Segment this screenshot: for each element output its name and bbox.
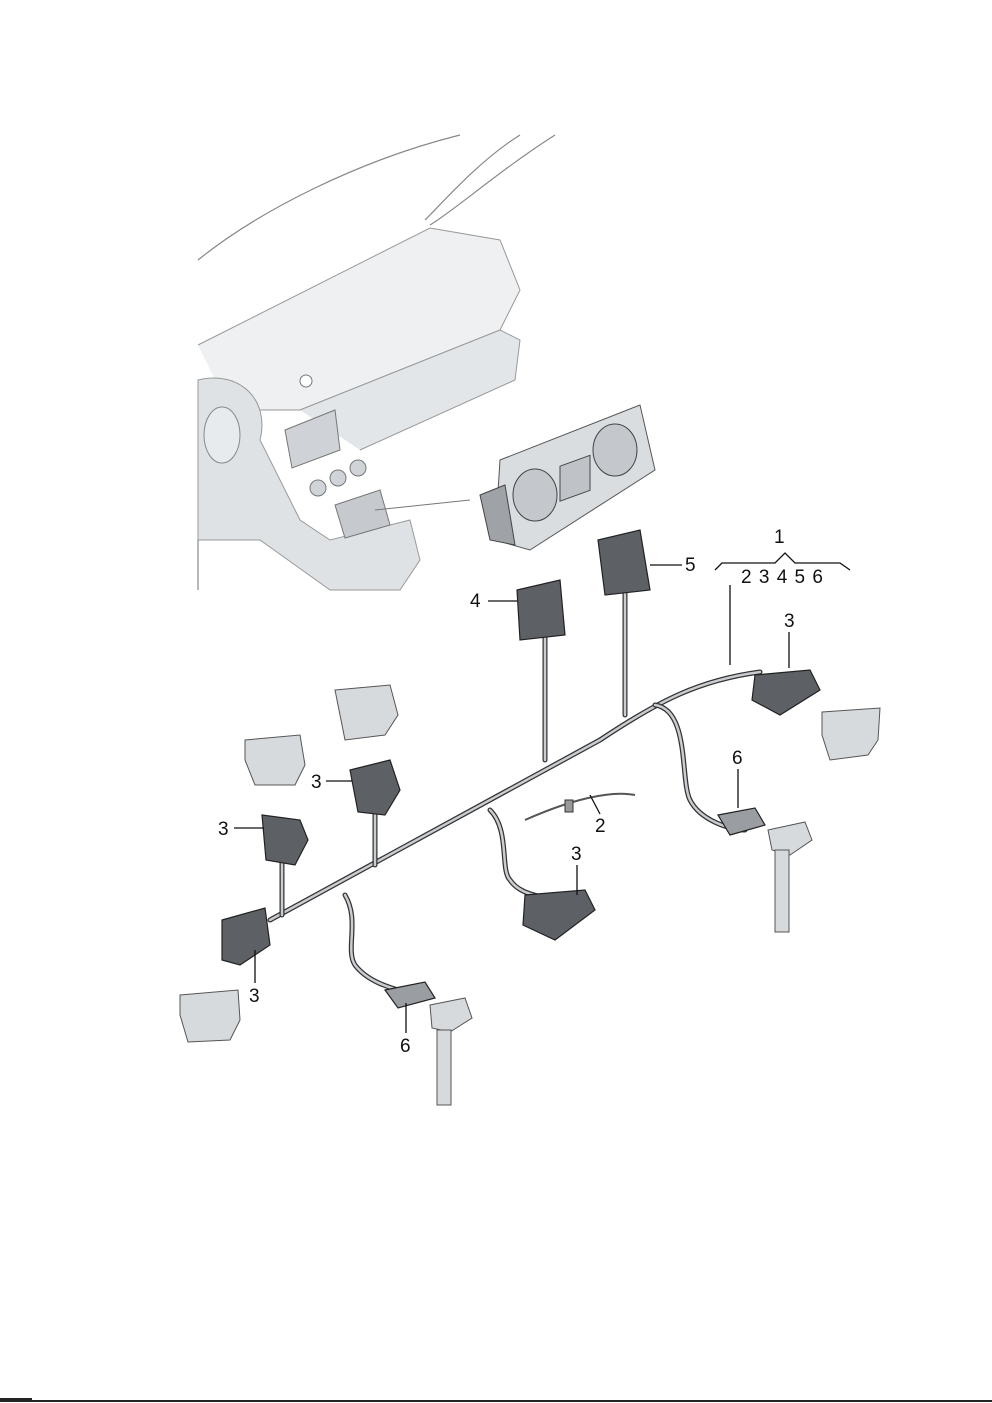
callout-assembly-contents: 2 3 4 5 6 [741, 567, 824, 588]
temperature-sensor [429, 997, 473, 1033]
callout-3-center: 3 [571, 844, 582, 865]
callout-4: 4 [470, 591, 481, 612]
connector-6-right [717, 807, 766, 836]
servo-motor [179, 989, 241, 1043]
footer-rule-tick [0, 1398, 32, 1400]
footer-rule [0, 1400, 992, 1402]
connector-5 [597, 529, 651, 596]
dashboard-illustration [197, 134, 556, 591]
wiring-harness [267, 585, 763, 998]
assembly-bracket [714, 552, 851, 571]
callout-3-left: 3 [218, 819, 229, 840]
callouts: 1 2 3 4 5 6 5 4 3 3 3 6 2 3 3 6 [218, 527, 851, 1057]
connector-3-bottom [221, 907, 271, 966]
connectors [221, 529, 821, 1009]
connector-3-center [522, 889, 596, 941]
climatronic-control-unit [479, 404, 656, 551]
callout-6-bottom: 6 [400, 1036, 411, 1057]
callout-3-right: 3 [784, 611, 795, 632]
callout-3-mid-left: 3 [311, 772, 322, 793]
temperature-sensor-probe [436, 1029, 452, 1106]
temperature-sensor [767, 821, 813, 856]
connector-3-right [751, 669, 821, 716]
callout-1: 1 [774, 527, 785, 548]
servo-motor [244, 734, 306, 786]
callout-3-bottom: 3 [249, 986, 260, 1007]
actuators-and-sensors [179, 684, 881, 1106]
callout-5: 5 [685, 555, 696, 576]
connector-3-left [261, 814, 309, 866]
servo-motor [334, 684, 399, 741]
callout-6-right: 6 [732, 748, 743, 769]
callout-2: 2 [595, 816, 606, 837]
connector-4 [516, 579, 566, 641]
servo-motor [821, 707, 881, 761]
cable-tie [564, 799, 574, 813]
connector-3-mid-left [349, 759, 401, 816]
connector-6-bottom [383, 981, 436, 1009]
temperature-sensor-probe [774, 849, 790, 933]
